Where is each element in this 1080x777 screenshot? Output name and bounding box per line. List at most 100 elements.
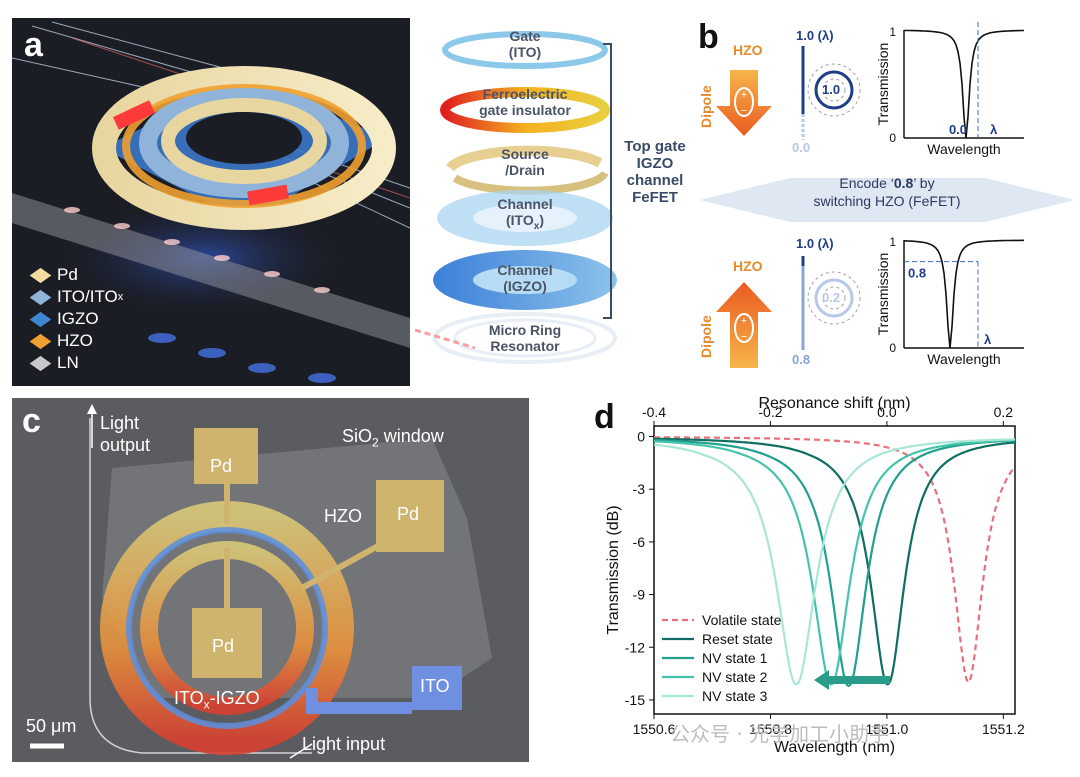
- svg-text:−: −: [741, 105, 747, 117]
- series-line-2: [653, 439, 1015, 688]
- layer-mrr-l1: Micro Ring: [488, 322, 562, 338]
- legend-label-1: Reset state: [702, 631, 773, 647]
- legend-label: HZO: [57, 331, 93, 350]
- mini-tick-top: 1: [889, 235, 896, 249]
- y-axis-label: Transmission (dB): [605, 505, 622, 634]
- y-tick-label: -9: [633, 587, 646, 603]
- series-line-4: [653, 438, 1016, 686]
- level-top-label-2: 1.0 (λ): [796, 236, 834, 251]
- shift-arrow: [814, 670, 890, 690]
- legend-item: LN: [29, 352, 123, 374]
- hzo-label-top: HZO: [733, 42, 763, 58]
- itox-igzo-label: ITOx-IGZO: [174, 688, 260, 712]
- scale-bar-label: 50 μm: [26, 716, 77, 736]
- x2-tick-label: -0.4: [642, 404, 666, 420]
- layer-sd-l2: /Drain: [505, 162, 545, 178]
- panel-d-letter: d: [594, 398, 615, 436]
- legend-label-0: Volatile state: [702, 612, 782, 628]
- series-line-0: [654, 436, 1016, 685]
- x-tick-label: 1551.0: [865, 721, 908, 737]
- mini-tick-bottom: 0: [889, 131, 896, 145]
- series-line-1: [653, 437, 1016, 686]
- level-top-label: 1.0 (λ): [796, 28, 834, 43]
- legend-label: Pd: [57, 265, 78, 284]
- micrograph-graphic: [30, 404, 492, 759]
- x2-tick-label: 0.0: [877, 404, 897, 420]
- layer-stack-graphic: [414, 31, 617, 364]
- pd-pad-right: Pd: [397, 504, 420, 524]
- x-tick-label: 1550.8: [749, 721, 792, 737]
- hzo-label: HZO: [324, 506, 362, 526]
- x-tick-label: 1550.6: [633, 721, 676, 737]
- light-input-label: Light input: [302, 734, 386, 754]
- dipole-label-bottom: Dipole: [698, 315, 714, 358]
- svg-text:+: +: [741, 89, 747, 101]
- layer-igzo-l1: Channel: [497, 262, 553, 278]
- x2-axis-label: Resonance shift (nm): [758, 395, 910, 412]
- ring-value-top: 1.0: [822, 82, 841, 97]
- legend-label: IGZO: [57, 309, 99, 328]
- layer-itox-l1: Channel: [497, 196, 553, 212]
- layer-igzo-l2: (IGZO): [503, 278, 547, 294]
- legend-label: LN: [57, 353, 79, 372]
- mini-tick-bottom: 0: [889, 341, 896, 355]
- legend-label-4: NV state 3: [702, 688, 768, 704]
- layer-ferro-l2: gate insulator: [479, 102, 571, 118]
- layer-gate-l2: (ITO): [508, 44, 542, 60]
- y-tick-label: 0: [637, 429, 645, 445]
- mini-ylabel: Transmission: [875, 43, 891, 126]
- mini-tick-top: 1: [889, 25, 896, 39]
- legend-label-2: NV state 1: [702, 650, 768, 666]
- mini-xlabel: Wavelength: [927, 351, 1000, 367]
- layer-itox-l2: (ITOx): [506, 212, 544, 232]
- encode-text: Encode ‘0.8’ by switching HZO (FeFET): [813, 175, 961, 209]
- pd-pad-center: Pd: [212, 636, 235, 656]
- pd-pad-top: Pd: [210, 456, 233, 476]
- bracket-label: Top gate IGZO channel FeFET: [624, 138, 686, 206]
- mini-lambda-label: λ: [990, 122, 998, 137]
- mini-marker-label: 0.0: [949, 122, 967, 137]
- legend-item: HZO: [29, 330, 123, 352]
- mini-lambda-label: λ: [984, 332, 992, 347]
- mini-curve: [903, 29, 1024, 139]
- sio2-window-label: SiO2 window: [342, 426, 444, 450]
- legend-item: IGZO: [29, 308, 123, 330]
- legend-sub: x: [117, 291, 124, 303]
- x2-tick-label: 0.2: [994, 404, 1014, 420]
- ring-value-bottom: 0.2: [822, 290, 841, 305]
- legend-label-3: NV state 2: [702, 669, 768, 685]
- mini-marker-label: 0.8: [908, 266, 926, 281]
- mini-ylabel: Transmission: [875, 253, 891, 336]
- x-axis-label: Wavelength (nm): [774, 739, 895, 756]
- mini-curve: [903, 239, 1024, 349]
- ito-label: ITO: [420, 676, 450, 696]
- panel-b-letter: b: [698, 18, 719, 56]
- hzo-label-bottom: HZO: [733, 258, 763, 274]
- level-bottom-label-2: 0.8: [792, 352, 811, 367]
- dipole-label-top: Dipole: [698, 85, 714, 128]
- svg-text:+: +: [741, 315, 747, 327]
- plot-frame: [653, 425, 1016, 715]
- y-tick-label: -12: [625, 639, 645, 655]
- svg-text:−: −: [741, 331, 747, 343]
- legend-item: Pd: [29, 264, 123, 286]
- watermark: 公众号 · 光学加工小助手: [670, 722, 890, 746]
- layer-sd-l1: Source: [501, 146, 549, 162]
- panel-a-letter: a: [24, 26, 43, 64]
- panel-c-letter: c: [22, 402, 41, 440]
- mini-xlabel: Wavelength: [927, 141, 1000, 157]
- legend-label: ITO/ITO: [57, 287, 118, 306]
- x2-tick-label: -0.2: [758, 404, 782, 420]
- y-tick-label: -6: [633, 534, 646, 550]
- x-tick-label: 1551.2: [982, 721, 1025, 737]
